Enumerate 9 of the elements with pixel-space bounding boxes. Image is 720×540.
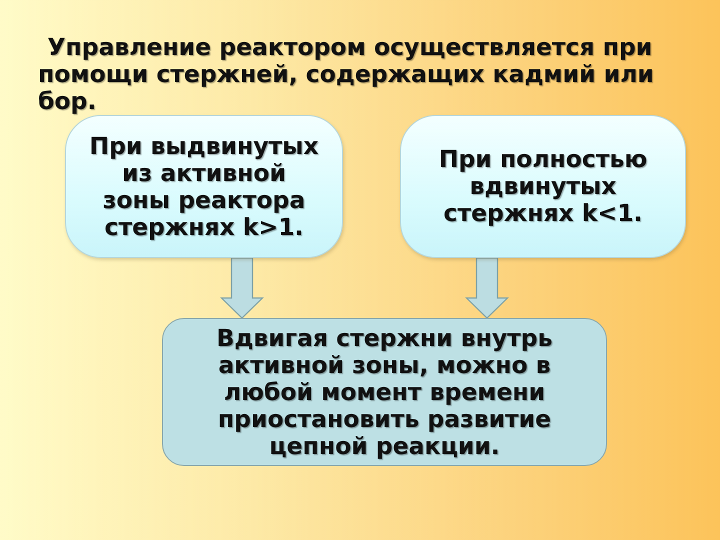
title: Управление реактором осуществляется при помощи стержней, содержащих кадмий или бор. (38, 34, 655, 115)
block-arrow (465, 257, 509, 319)
rounded-box (162, 318, 607, 466)
rounded-box (65, 115, 343, 258)
block-arrow (220, 257, 264, 319)
box-text: Вдвигая стержни внутрь активной зоны, можно в любой момент времени приостановить развитие цепной реакции. (216, 324, 554, 460)
box-text: При выдвинутых из активной зоны реактора стержнях k>1. (88, 132, 320, 240)
box-text: При полностью вдвинутых стержнях k<1. (438, 146, 648, 227)
rounded-box (400, 115, 686, 258)
